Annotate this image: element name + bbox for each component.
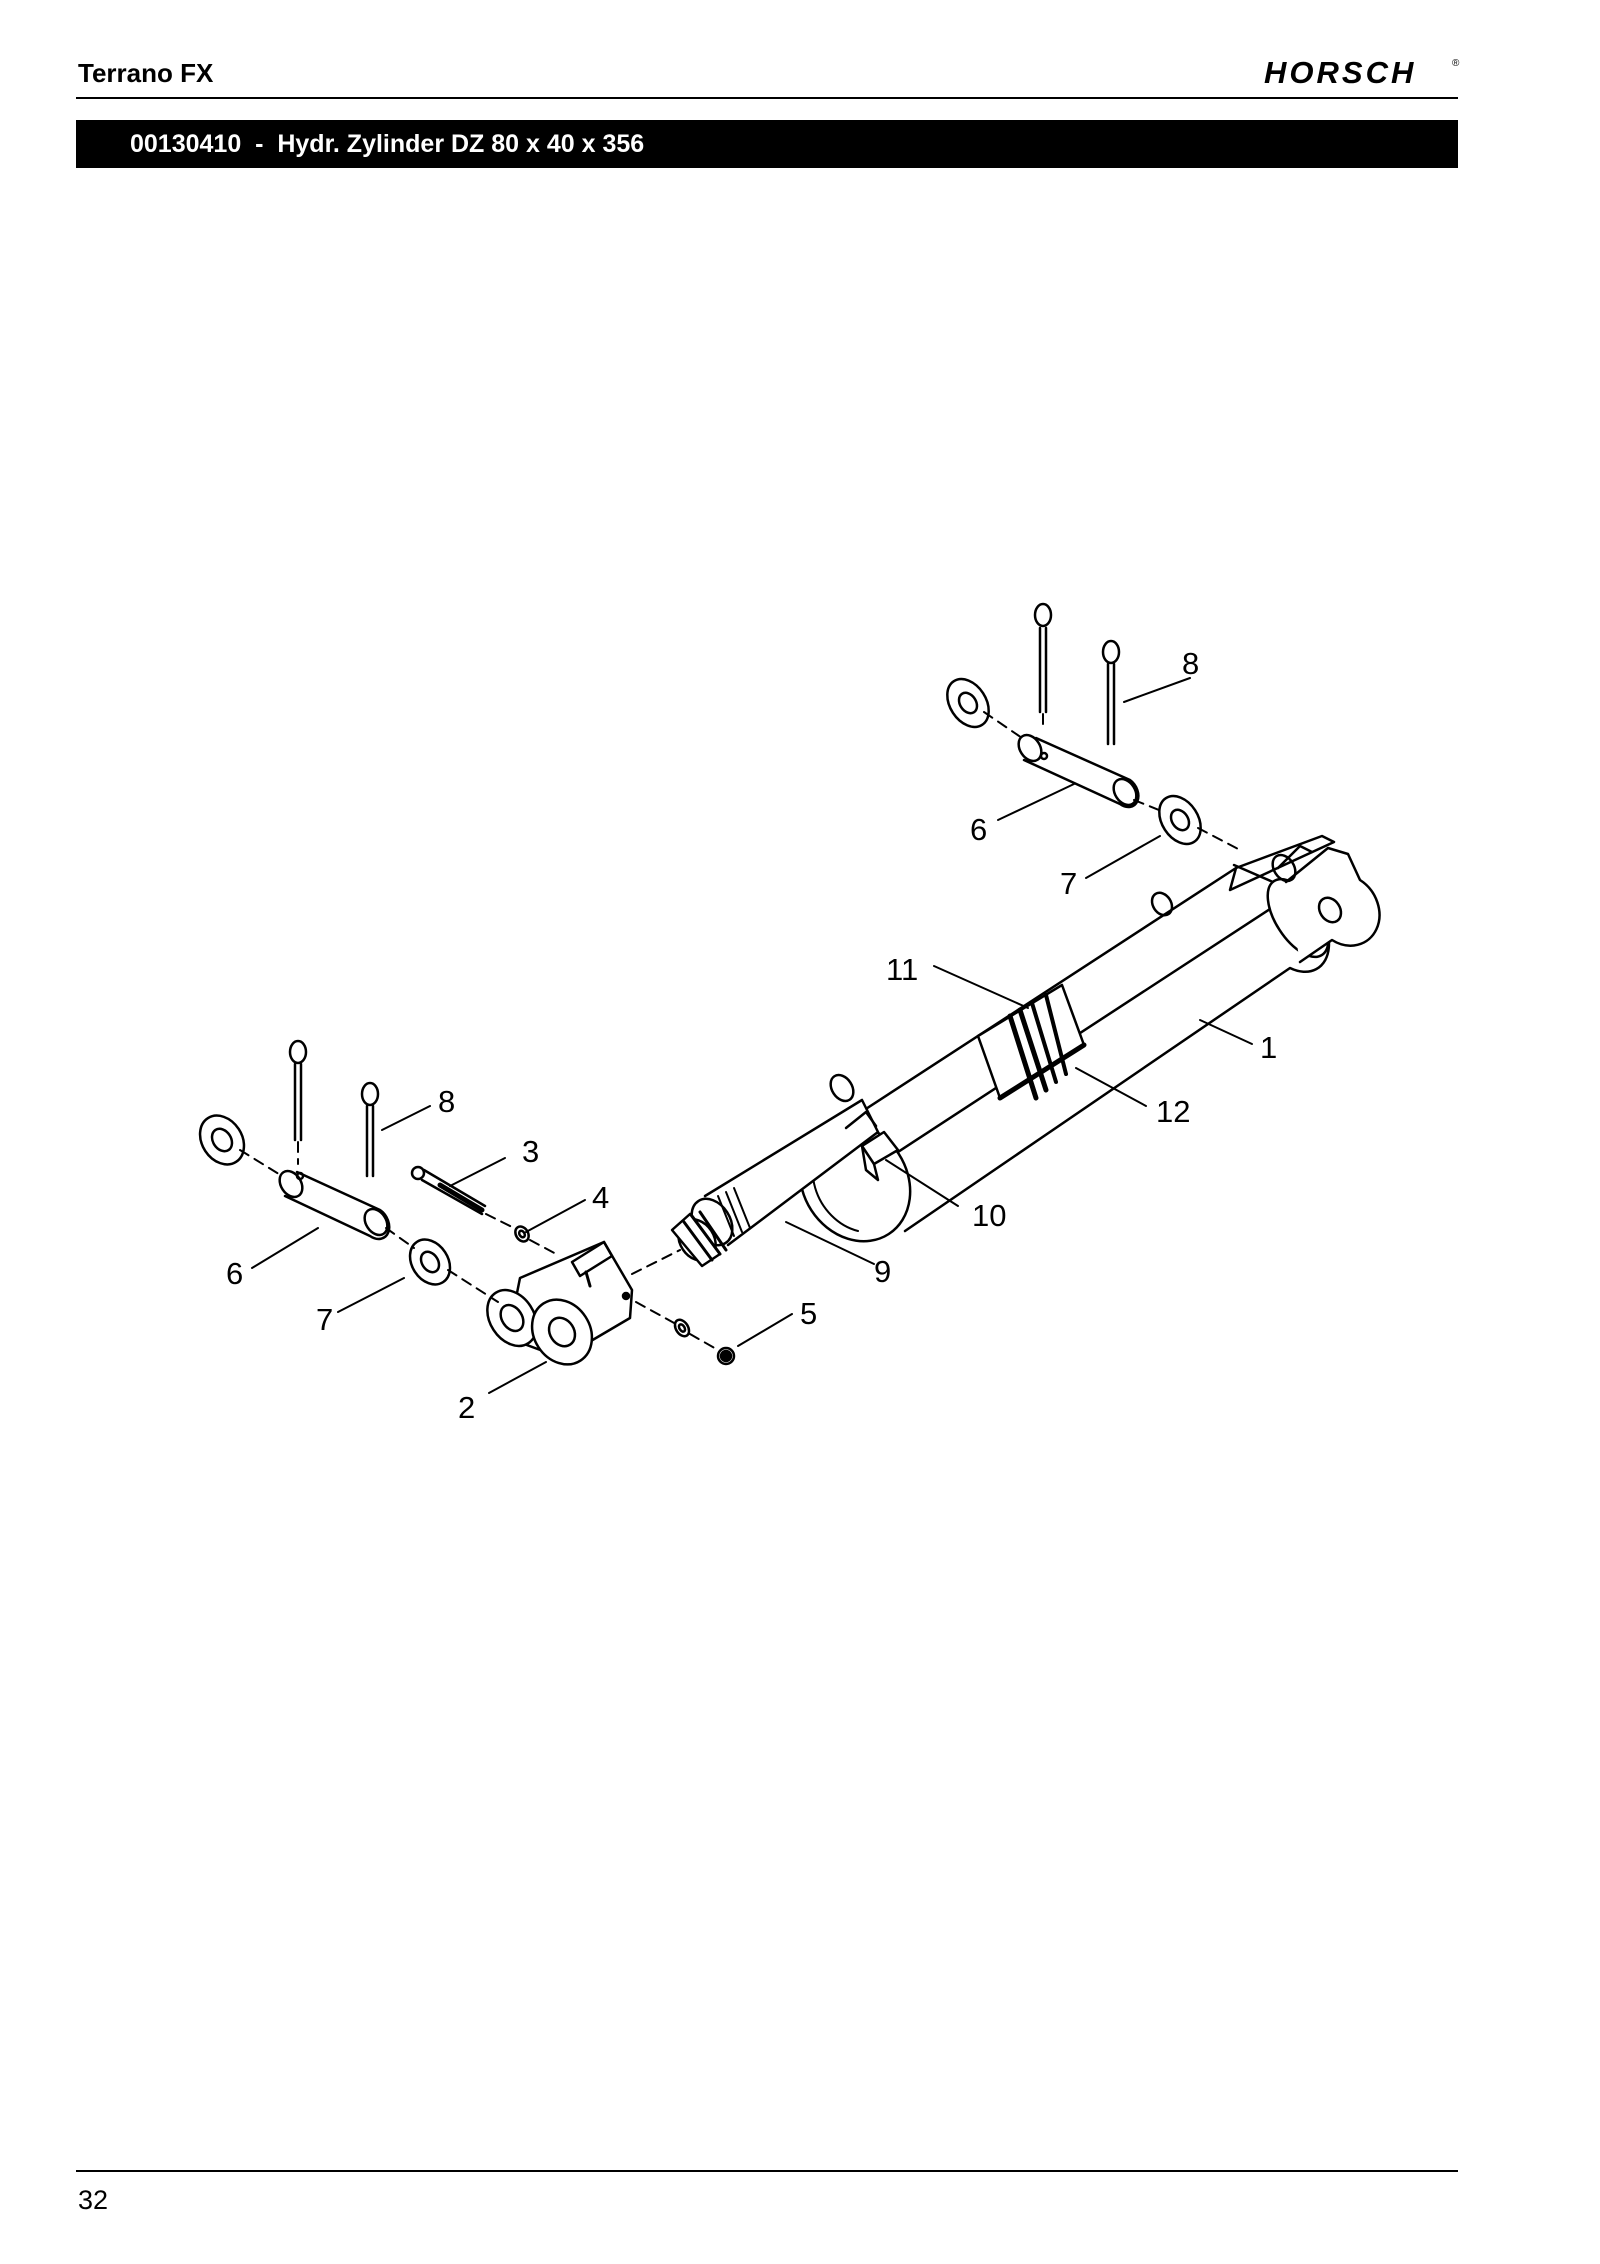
upper-cotter-pins	[1033, 602, 1121, 746]
lower-washer-left	[198, 1114, 246, 1166]
horsch-logo: HORSCH ®	[1264, 55, 1460, 90]
bolt	[410, 1165, 487, 1216]
callout-6-lower: 6	[226, 1256, 243, 1291]
callout-4: 4	[592, 1180, 609, 1215]
callout-12: 12	[1156, 1094, 1190, 1129]
section-title-bar: 00130410 - Hydr. Zylinder DZ 80 x 40 x 3…	[76, 120, 1458, 168]
page-number: 32	[78, 2185, 109, 2215]
upper-pin	[1017, 733, 1140, 809]
callout-labels: 1 2 3 4 5 6 7 8 9 10 11 12 6 7 8	[226, 646, 1277, 1425]
lower-cotter-pins	[288, 1039, 380, 1178]
callout-10: 10	[972, 1198, 1006, 1233]
callout-8-lower: 8	[438, 1084, 455, 1119]
callout-7-lower: 7	[316, 1302, 333, 1337]
callout-9: 9	[874, 1254, 891, 1289]
callout-3: 3	[522, 1134, 539, 1169]
washer-small	[514, 1225, 530, 1243]
cylinder-tube	[798, 834, 1381, 1243]
section-title: 00130410 - Hydr. Zylinder DZ 80 x 40 x 3…	[130, 129, 645, 158]
piston-rod	[670, 1098, 880, 1268]
logo-text: HORSCH	[1264, 55, 1416, 90]
washer-nut-set	[673, 1318, 736, 1366]
callout-11: 11	[886, 952, 918, 987]
callout-8: 8	[1182, 646, 1199, 681]
callout-7: 7	[1060, 866, 1077, 901]
lower-pin	[278, 1169, 391, 1241]
header-divider	[76, 97, 1458, 99]
leader-lines	[251, 677, 1253, 1394]
upper-washer-right	[1158, 794, 1202, 846]
lower-washer-right	[408, 1238, 452, 1286]
logo-registered-mark: ®	[1452, 58, 1460, 69]
page-title: Terrano FX	[78, 58, 214, 88]
callout-2: 2	[458, 1390, 475, 1425]
footer-divider	[76, 2170, 1458, 2172]
assembly-axis-lines	[239, 711, 1241, 1351]
piston-nut	[844, 1110, 900, 1182]
callout-6: 6	[970, 812, 987, 847]
clevis	[486, 1240, 634, 1366]
callout-1: 1	[1260, 1030, 1277, 1065]
callout-5: 5	[800, 1296, 817, 1331]
upper-washer-left	[946, 677, 990, 729]
